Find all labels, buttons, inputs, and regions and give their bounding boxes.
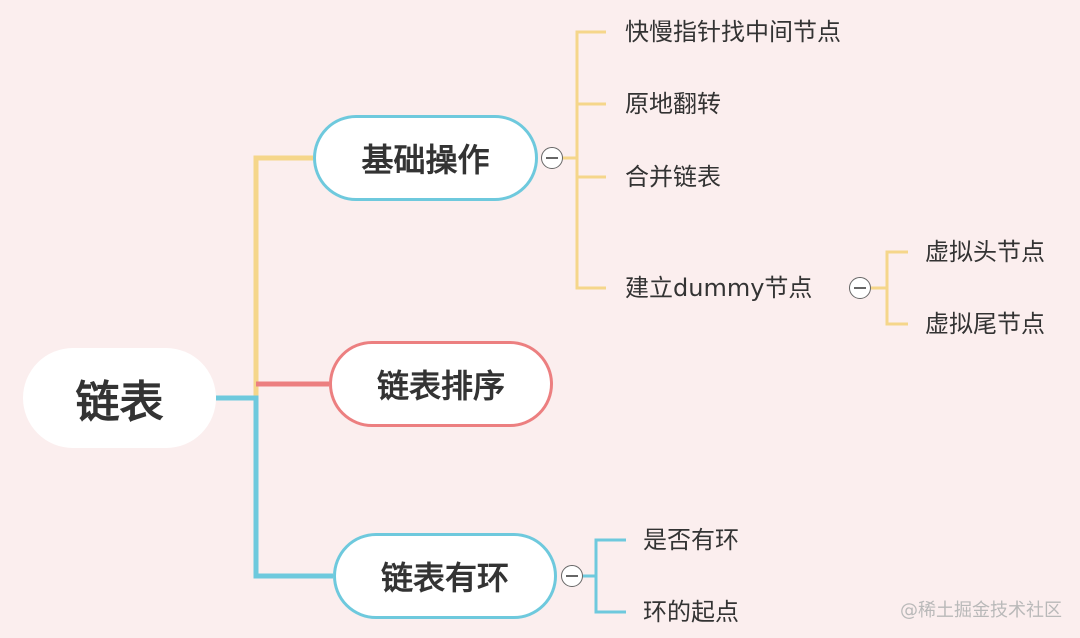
leaf-node-fast-slow-pointer[interactable]: 快慢指针找中间节点	[625, 18, 841, 46]
leaf-node-virtual-head[interactable]: 虚拟头节点	[925, 238, 1045, 266]
leaf-node-has-cycle[interactable]: 是否有环	[643, 526, 739, 554]
connector-root-branch-3	[216, 395, 333, 579]
connector-branch-1-children	[575, 30, 606, 290]
branch-node-sorting[interactable]: 链表排序	[329, 341, 553, 427]
connector-dummy-children	[885, 250, 908, 326]
branch-node-cycle[interactable]: 链表有环	[333, 533, 557, 619]
leaf-node-cycle-start[interactable]: 环的起点	[643, 598, 739, 626]
collapse-toggle-basic-operations-icon[interactable]	[541, 147, 563, 169]
leaf-node-virtual-tail[interactable]: 虚拟尾节点	[925, 310, 1045, 338]
branch-node-basic-operations[interactable]: 基础操作	[313, 115, 538, 201]
root-node[interactable]: 链表	[23, 348, 216, 448]
collapse-toggle-cycle-icon[interactable]	[561, 565, 583, 587]
watermark: @稀土掘金技术社区	[900, 600, 1062, 621]
leaf-node-dummy-node[interactable]: 建立dummy节点	[625, 274, 813, 302]
connector-root-branch-1	[216, 155, 313, 401]
leaf-node-merge-lists[interactable]: 合并链表	[625, 163, 721, 191]
collapse-toggle-dummy-node-icon[interactable]	[849, 277, 871, 299]
connector-branch-3-children	[594, 538, 626, 614]
leaf-node-in-place-reverse[interactable]: 原地翻转	[625, 90, 721, 118]
